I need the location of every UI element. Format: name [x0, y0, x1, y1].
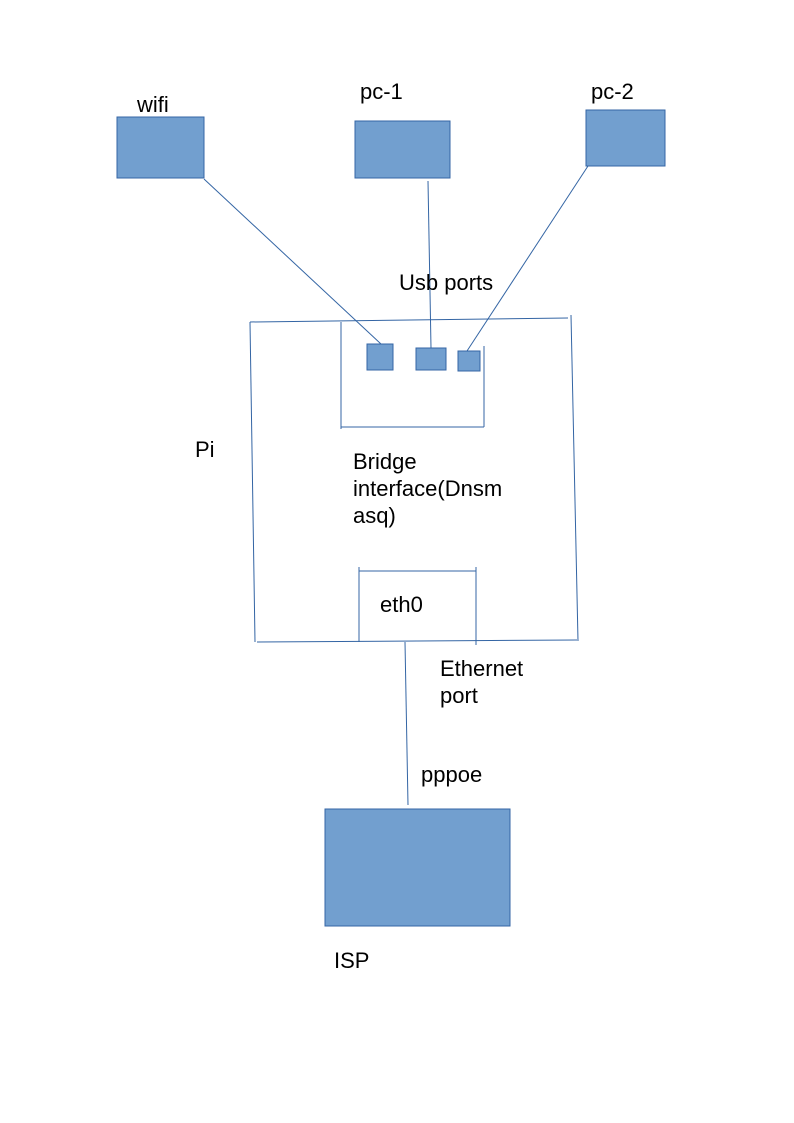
- usb-port-2: [415, 347, 447, 371]
- bridge-label-line1: Bridge: [353, 449, 417, 474]
- bridge-label-line3: asq): [353, 503, 396, 528]
- pi-label: Pi: [195, 437, 215, 462]
- pi-border-right: [570, 314, 579, 642]
- pc2-device-box: [585, 109, 666, 167]
- isp-label: ISP: [334, 948, 369, 973]
- pppoe-connection-line: [404, 641, 409, 806]
- pc2-label: pc-2: [591, 79, 634, 104]
- isp-device-box: [324, 808, 511, 927]
- usb-port-1: [366, 343, 394, 371]
- ethernet-port-label-line1: Ethernet: [440, 656, 523, 681]
- pi-border-left: [249, 321, 256, 643]
- pc1-device-box: [354, 120, 451, 179]
- pc1-connection-line: [427, 180, 432, 349]
- eth0-label: eth0: [380, 592, 423, 617]
- pi-border-bottom: [256, 639, 578, 643]
- bridge-label-line2: interface(Dnsm: [353, 476, 502, 501]
- pc2-connection-line: [466, 165, 589, 352]
- ethernet-port-label-line2: port: [440, 683, 478, 708]
- usb-port-3: [457, 350, 481, 372]
- wifi-device-box: [116, 116, 205, 179]
- usb-ports-label: Usb ports: [399, 270, 493, 295]
- pppoe-label: pppoe: [421, 762, 482, 787]
- wifi-label: wifi: [136, 92, 169, 117]
- pc1-label: pc-1: [360, 79, 403, 104]
- wifi-connection-line: [203, 178, 382, 345]
- pi-border-top: [249, 317, 569, 323]
